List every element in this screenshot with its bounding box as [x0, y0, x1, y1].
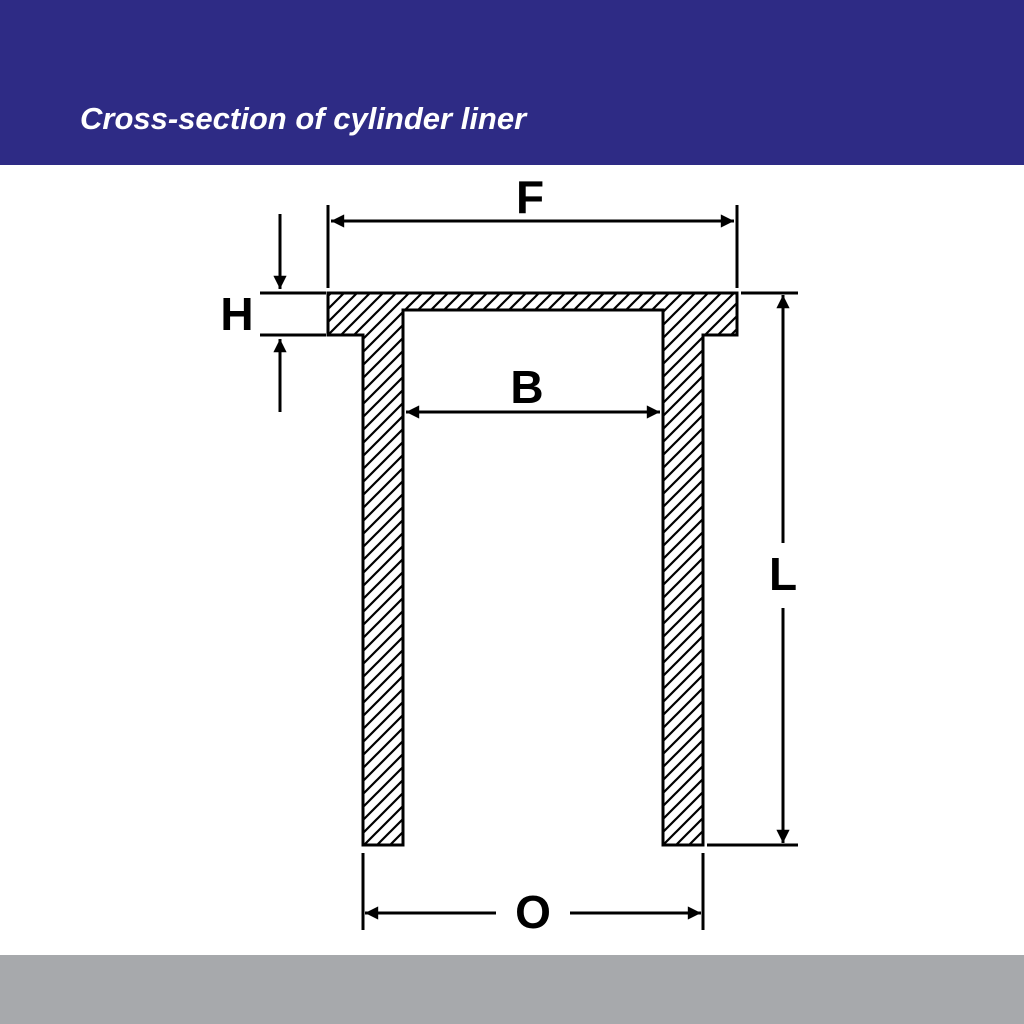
dimension-outer-diameter: [361, 853, 705, 930]
dimension-label-h: H: [220, 288, 253, 340]
dimension-flange-height: [260, 214, 326, 412]
dimension-label-b: B: [510, 361, 543, 413]
dimension-label-f: F: [516, 171, 544, 223]
title-banner: Cross-section of cylinder liner: [0, 0, 1024, 165]
dimension-label-o: O: [515, 886, 551, 938]
dimension-flange-diameter: [326, 205, 739, 288]
liner-cross-section: [326, 291, 739, 847]
dimension-liner-length: [707, 291, 798, 847]
footer-bar: [0, 955, 1024, 1024]
dimension-label-l: L: [769, 548, 797, 600]
page-title: Cross-section of cylinder liner: [80, 101, 527, 136]
cylinder-liner-diagram: F H B L O: [0, 165, 1024, 955]
